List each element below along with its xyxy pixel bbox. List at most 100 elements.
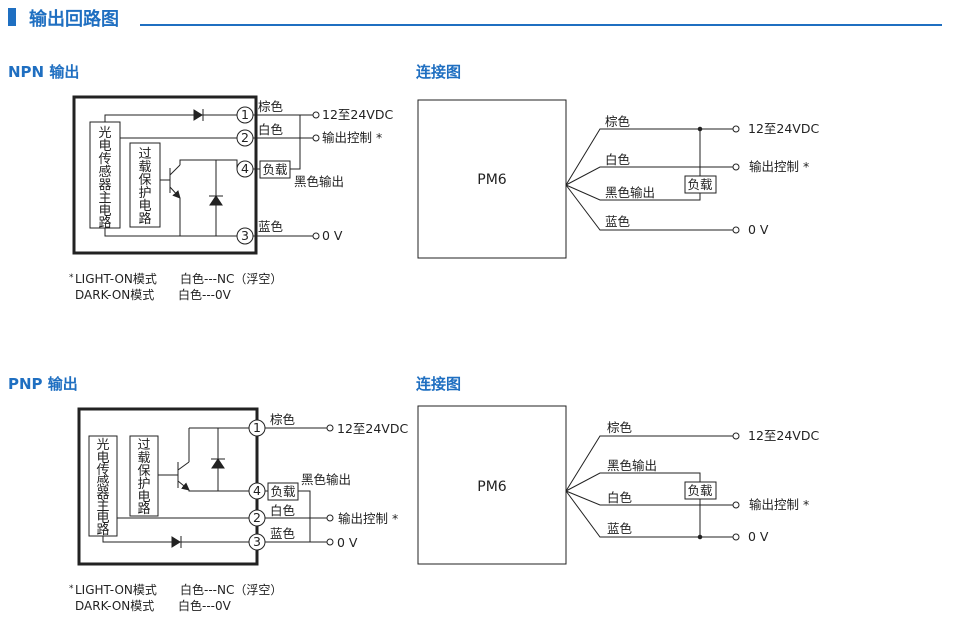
npn-conn-terminal: 输出控制 *: [749, 159, 809, 174]
npn-terminal-0v: 0 V: [322, 228, 343, 243]
pnp-sensor-char: 感: [96, 474, 109, 490]
pnp-pin-number: 2: [253, 510, 261, 525]
pnp-title: PNP 输出: [8, 375, 78, 393]
npn-note-mode: DARK-ON模式: [75, 288, 154, 302]
pnp-connection: [417, 405, 740, 565]
header-underline: [140, 24, 942, 26]
pnp-protect-char: 护: [137, 477, 150, 492]
pnp-circuit-labels: 光 电 传 感 器 主 电 路 过 载 保 护 电 路: [96, 438, 150, 538]
npn-note-star: *: [69, 273, 74, 283]
npn-conn-load: 负载: [687, 177, 713, 192]
npn-title: NPN 输出: [8, 63, 80, 81]
npn-conn-wire: 黑色输出: [605, 185, 655, 200]
pnp-conn-load: 负载: [687, 483, 713, 498]
npn-terminal-output: 输出控制 *: [322, 130, 382, 145]
pnp-protect-char: 载: [137, 451, 150, 466]
pnp-pm6-box: [417, 405, 567, 565]
npn-sensor-char: 感: [98, 164, 111, 180]
pnp-conn-wire: 蓝色: [607, 521, 633, 536]
npn-circuit: [72, 95, 320, 255]
npn-note-desc: 白色---NC（浮空）: [180, 271, 282, 286]
npn-sensor-char: 电: [98, 204, 111, 219]
npn-protect-char: 过: [138, 147, 151, 162]
npn-protect-char: 路: [138, 211, 151, 227]
section-header: 输出回路图: [0, 0, 954, 34]
npn-connection: [417, 99, 740, 259]
npn-conn-wire: 白色: [605, 152, 631, 167]
pnp-pin-number: 3: [253, 534, 261, 549]
pnp-wire-white: 白色: [270, 503, 296, 518]
header-accent-bar: [8, 8, 16, 26]
npn-device-name: PM6: [477, 172, 507, 188]
pnp-pin-number: 4: [253, 483, 261, 498]
page-title: 输出回路图: [29, 9, 119, 30]
npn-wire-1: [104, 114, 237, 122]
npn-note-mode: LIGHT-ON模式: [75, 272, 157, 286]
pnp-sensor-char: 电: [96, 451, 109, 466]
npn-sensor-char: 电: [98, 139, 111, 154]
npn-protection-box: [129, 142, 161, 228]
pnp-note-mode: LIGHT-ON模式: [75, 583, 157, 597]
pnp-sensor-char: 路: [96, 522, 109, 538]
npn-conn-terminal: 0 V: [748, 222, 769, 237]
pnp-pin-labels: 1 4 2 3 棕色 白色 蓝色 负载 黑色输出 12至24VDC 输出控制 *…: [253, 412, 408, 550]
npn-protect-char: 护: [138, 186, 151, 201]
npn-protect-char: 保: [138, 173, 151, 188]
pnp-conn-wire: 黑色输出: [607, 458, 657, 473]
pnp-note-mode: DARK-ON模式: [75, 599, 154, 613]
npn-wire-blue: 蓝色: [258, 219, 284, 234]
npn-sensor-char: 器: [98, 178, 111, 193]
npn-conn-terminal: 12至24VDC: [748, 121, 819, 136]
npn-connect-title: 连接图: [416, 63, 462, 81]
npn-pin-labels: 1 2 4 3 棕色 白色 蓝色 负载 黑色输出 12至24VDC 输出控制 *…: [241, 99, 393, 243]
npn-notes: * LIGHT-ON模式 白色---NC（浮空） DARK-ON模式 白色---…: [69, 271, 282, 302]
pnp-conn-wire: 棕色: [607, 420, 633, 435]
pnp-black-output: 黑色输出: [301, 472, 351, 487]
pnp-protect-char: 路: [137, 501, 150, 517]
npn-pin-number: 3: [241, 228, 249, 243]
npn-outer-box: [72, 95, 258, 255]
pnp-conn-wire: 白色: [607, 490, 633, 505]
npn-black-output: 黑色输出: [294, 174, 344, 189]
pnp-conn-terminal: 0 V: [748, 529, 769, 544]
pnp-note-desc: 白色---0V: [178, 598, 232, 613]
pnp-sensor-char: 光: [96, 438, 109, 453]
npn-note-desc: 白色---0V: [178, 287, 232, 302]
npn-sensor-char: 主: [98, 191, 111, 206]
npn-sensor-char: 传: [98, 152, 111, 167]
npn-wire-white: 白色: [258, 122, 284, 137]
npn-load-label: 负载: [262, 162, 288, 177]
npn-conn-wire: 蓝色: [605, 214, 631, 229]
npn-sensor-char: 路: [98, 215, 111, 231]
pnp-sensor-char: 传: [96, 463, 109, 478]
pnp-device-name: PM6: [477, 479, 507, 495]
pnp-protection-box: [129, 435, 159, 517]
pnp-connection-labels: PM6 棕色 黑色输出 白色 蓝色 负载 12至24VDC 输出控制 * 0 V: [477, 420, 819, 544]
npn-wire-brown: 棕色: [258, 99, 284, 114]
pnp-connect-title: 连接图: [416, 375, 462, 393]
pnp-wire-brown: 棕色: [270, 412, 296, 427]
npn-circuit-labels: 光 电 传 感 器 主 电 路 过 载 保 护 电 路: [98, 126, 151, 231]
pnp-terminal-supply: 12至24VDC: [337, 421, 408, 436]
npn-protect-char: 电: [138, 199, 151, 214]
pnp-pin-number: 1: [253, 420, 261, 435]
pnp-wire-blue: 蓝色: [270, 526, 296, 541]
pnp-sensor-char: 器: [96, 487, 109, 502]
npn-terminal-supply: 12至24VDC: [322, 107, 393, 122]
pnp-notes: * LIGHT-ON模式 白色---NC（浮空） DARK-ON模式 白色---…: [69, 582, 282, 613]
pnp-sensor-char: 主: [96, 499, 109, 514]
npn-conn-wire: 棕色: [605, 114, 631, 129]
pnp-circuit: [77, 407, 334, 566]
pnp-protect-char: 保: [137, 464, 150, 479]
pnp-protect-char: 电: [137, 490, 150, 505]
npn-pm6-box: [417, 99, 567, 259]
npn-connection-labels: PM6 棕色 白色 黑色输出 蓝色 负载 12至24VDC 输出控制 * 0 V: [477, 114, 819, 237]
pnp-note-desc: 白色---NC（浮空）: [180, 582, 282, 597]
pnp-note-star: *: [69, 584, 74, 594]
pnp-terminal-0v: 0 V: [337, 535, 358, 550]
pnp-sensor-char: 电: [96, 511, 109, 526]
pnp-load-label: 负载: [270, 484, 296, 499]
npn-pin-number: 2: [241, 130, 249, 145]
npn-pin-number: 1: [241, 107, 249, 122]
